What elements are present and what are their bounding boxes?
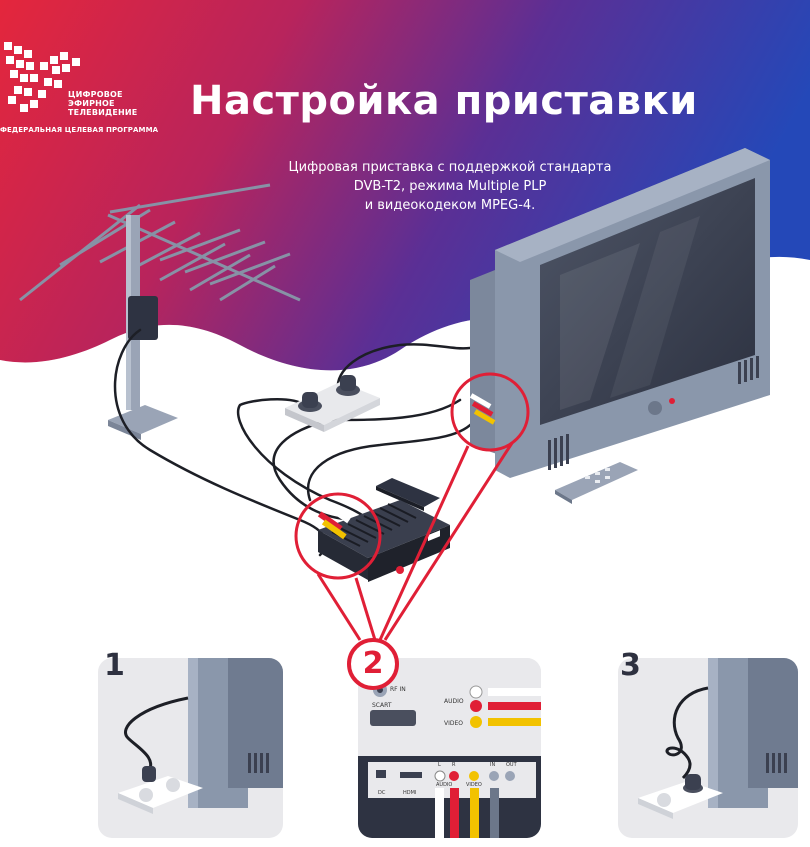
step-1-number: 1 bbox=[104, 648, 125, 683]
zoom-callouts bbox=[294, 372, 530, 641]
step-2-badge: 2 bbox=[347, 638, 399, 690]
logo-program: ФЕДЕРАЛЬНАЯ ЦЕЛЕВАЯ ПРОГРАММА bbox=[0, 126, 159, 134]
port-dc: DC bbox=[378, 790, 386, 796]
step-3-illustration bbox=[638, 658, 798, 819]
set-top-box bbox=[318, 500, 450, 582]
logo-line-1: ЦИФРОВОЕ bbox=[68, 90, 123, 99]
logo-line-3: ТЕЛЕВИДЕНИЕ bbox=[68, 108, 138, 117]
plugs-in-callouts bbox=[317, 393, 496, 540]
subtitle-line-3: и видеокодеком MPEG-4. bbox=[364, 198, 536, 213]
port-l: L bbox=[438, 762, 441, 768]
port-video: VIDEO bbox=[444, 720, 464, 727]
port-audio: AUDIO bbox=[444, 698, 464, 705]
port-in: IN bbox=[490, 762, 496, 768]
port-hdmi: HDMI bbox=[403, 790, 417, 796]
port-out: OUT bbox=[506, 762, 517, 768]
port-scart: SCART bbox=[372, 702, 392, 709]
tv bbox=[470, 148, 770, 478]
port-r: R bbox=[452, 762, 456, 768]
port-audio-2: AUDIO bbox=[436, 782, 453, 788]
step-1-illustration bbox=[118, 658, 283, 814]
step-3-panel bbox=[618, 658, 798, 838]
subtitle-line-2: DVB-T2, режима Multiple PLP bbox=[353, 179, 547, 194]
subtitle-line-1: Цифровая приставка с поддержкой стандарт… bbox=[288, 160, 612, 175]
port-video-2: VIDEO bbox=[466, 782, 482, 788]
step-1-panel bbox=[98, 658, 283, 838]
subtitle: Цифровая приставка с поддержкой стандарт… bbox=[280, 158, 620, 215]
step-2-illustration bbox=[358, 658, 541, 838]
port-rf-in: RF IN bbox=[390, 686, 406, 693]
stb-remote bbox=[376, 478, 440, 507]
logo-line-2: ЭФИРНОЕ bbox=[68, 99, 115, 108]
step-2-panel: RF IN SCART AUDIO VIDEO DC HDMI L R AUDI… bbox=[358, 658, 541, 838]
logo-butterfly-icon bbox=[4, 42, 80, 112]
page-title: Настройка приставки bbox=[190, 78, 698, 124]
step-3-number: 3 bbox=[620, 648, 641, 683]
